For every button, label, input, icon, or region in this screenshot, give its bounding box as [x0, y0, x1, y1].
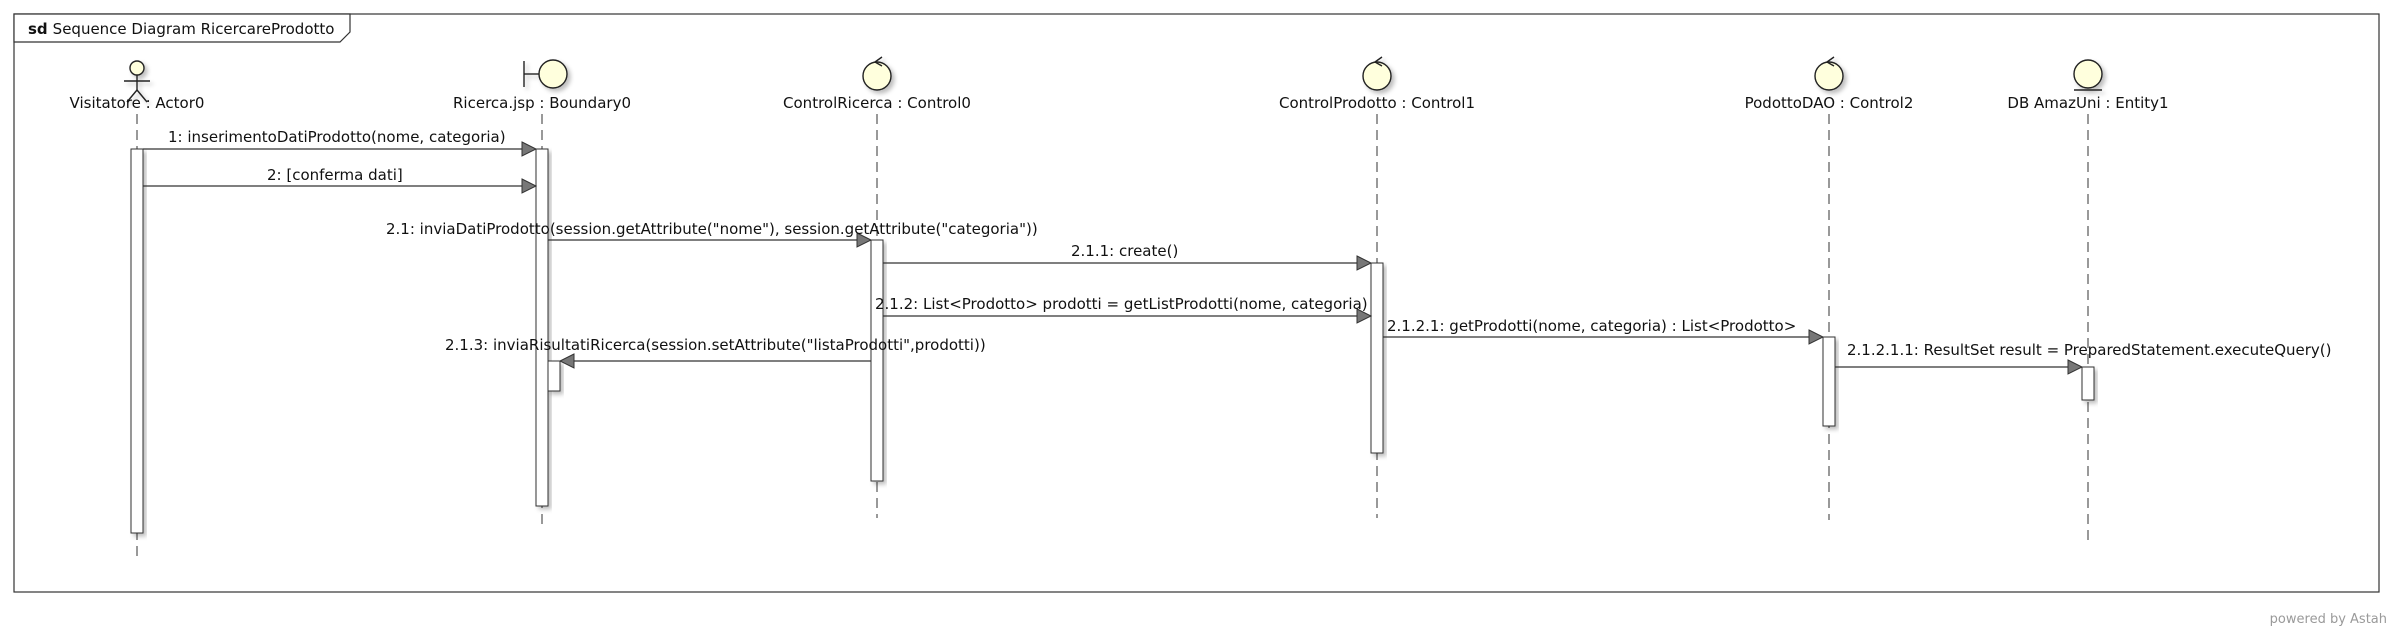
activation-control1 — [1370, 262, 1384, 454]
frame: sd Sequence Diagram RicercareProdotto — [13, 13, 2380, 593]
watermark-text: powered by Astah — [2269, 612, 2387, 627]
message-2-1-3[interactable]: 2.1.3: inviaRisultatiRicerca(session.set… — [445, 336, 986, 369]
message-2-1-2-1-1[interactable]: 2.1.2.1.1: ResultSet result = PreparedSt… — [1835, 341, 2332, 375]
frame-keyword: sd — [28, 20, 48, 38]
frame-tab — [13, 13, 351, 43]
message-2-1-2[interactable]: 2.1.2: List<Prodotto> prodotti = getList… — [875, 295, 1373, 324]
lifeline-control1[interactable]: ControlProdotto : Control1 — [1279, 56, 1475, 518]
lifeline-label: DB AmazUni : Entity1 — [2007, 94, 2168, 112]
frame-title: sd Sequence Diagram RicercareProdotto — [28, 20, 334, 38]
lifelines: Visitatore : Actor0 Ricerca.jsp : Bounda… — [70, 56, 2169, 560]
message-label: 1: inserimentoDatiProdotto(nome, categor… — [168, 128, 506, 146]
control-icon — [862, 56, 892, 91]
activation-control0 — [870, 239, 884, 482]
lifeline-control0[interactable]: ControlRicerca : Control0 — [783, 56, 971, 518]
message-arrowhead — [521, 178, 538, 194]
message-1[interactable]: 1: inserimentoDatiProdotto(nome, categor… — [143, 128, 538, 157]
activation-actor0 — [130, 148, 144, 534]
lifeline-label: PodottoDAO : Control2 — [1745, 94, 1914, 112]
message-arrowhead — [558, 353, 575, 369]
message-label: 2.1.2.1.1: ResultSet result = PreparedSt… — [1847, 341, 2332, 359]
message-arrowhead — [856, 232, 873, 248]
message-label: 2.1.1: create() — [1071, 242, 1178, 260]
message-label: 2.1.3: inviaRisultatiRicerca(session.set… — [445, 336, 986, 354]
lifeline-control2[interactable]: PodottoDAO : Control2 — [1745, 56, 1914, 520]
frame-border — [13, 13, 2380, 593]
lifeline-label: Ricerca.jsp : Boundary0 — [453, 94, 631, 112]
message-2-1-2-1[interactable]: 2.1.2.1: getProdotti(nome, categoria) : … — [1383, 317, 1825, 345]
entity-icon — [2073, 59, 2103, 91]
lifeline-entity1[interactable]: DB AmazUni : Entity1 — [2007, 59, 2169, 540]
message-label: 2.1.2.1: getProdotti(nome, categoria) : … — [1387, 317, 1796, 335]
activations — [130, 148, 2095, 534]
activation-entity1 — [2081, 366, 2095, 401]
activation-control2 — [1822, 336, 1836, 427]
boundary-icon — [523, 59, 568, 89]
message-arrowhead — [521, 141, 538, 157]
control-icon — [1814, 56, 1844, 91]
control-icon — [1362, 56, 1392, 91]
message-arrowhead — [1356, 255, 1373, 271]
message-label: 2.1: inviaDatiProdotto(session.getAttrib… — [386, 220, 1038, 238]
lifeline-label: Visitatore : Actor0 — [70, 94, 205, 112]
message-arrowhead — [1808, 329, 1825, 345]
message-arrowhead — [2067, 359, 2084, 375]
message-arrowhead — [1356, 308, 1373, 324]
lifeline-label: ControlRicerca : Control0 — [783, 94, 971, 112]
watermark: powered by Astah — [2270, 612, 2387, 627]
message-2-1[interactable]: 2.1: inviaDatiProdotto(session.getAttrib… — [386, 220, 1038, 248]
activation-boundary0-nested — [547, 360, 561, 392]
message-2-1-1[interactable]: 2.1.1: create() — [883, 242, 1373, 271]
message-2[interactable]: 2: [conferma dati] — [143, 166, 538, 194]
message-label: 2: [conferma dati] — [267, 166, 403, 184]
frame-name: Sequence Diagram RicercareProdotto — [53, 20, 335, 38]
lifeline-label: ControlProdotto : Control1 — [1279, 94, 1475, 112]
activation-boundary0 — [535, 148, 549, 507]
actor-icon — [124, 60, 150, 103]
messages: 1: inserimentoDatiProdotto(nome, categor… — [143, 128, 2332, 375]
message-label: 2.1.2: List<Prodotto> prodotti = getList… — [875, 295, 1368, 313]
